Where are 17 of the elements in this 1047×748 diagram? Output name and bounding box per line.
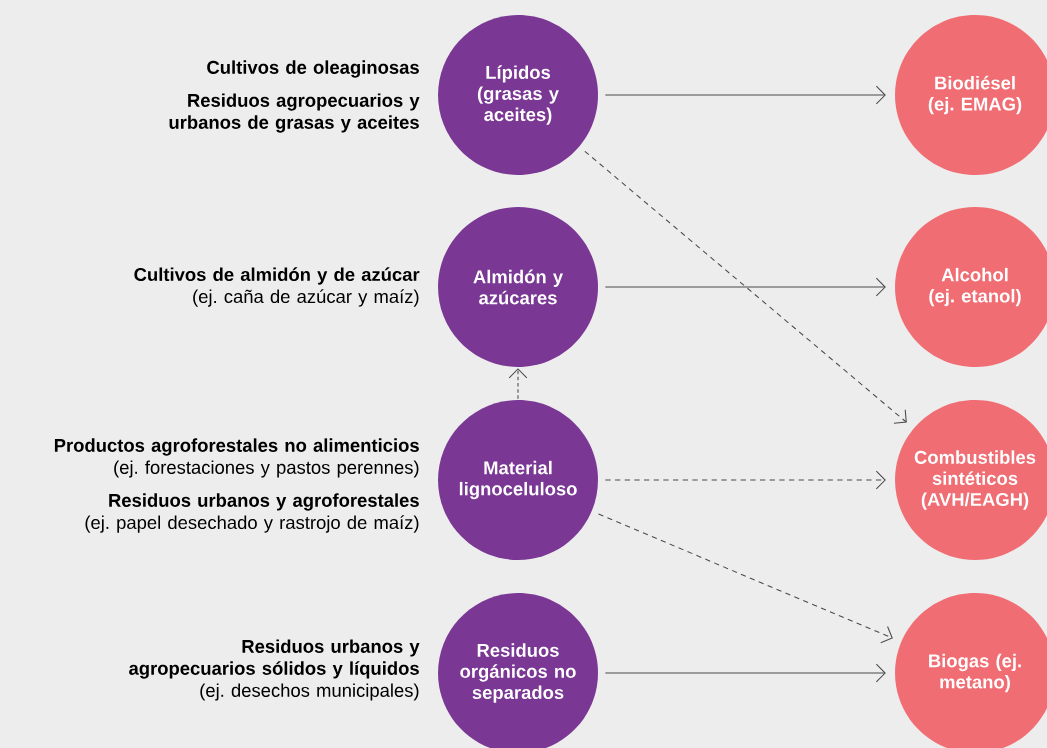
source-text: (ej. caña de azúcar y maíz) (193, 289, 419, 307)
arrow (604, 85, 886, 105)
arrow (597, 513, 893, 644)
source-text: Cultivos de oleaginosas (207, 60, 419, 78)
arrow (604, 663, 886, 683)
source-text: (ej. papel desechado y rastrojo de maíz) (85, 515, 419, 533)
source-text: Productos agroforestales no alimenticios (54, 438, 419, 456)
arrow (604, 277, 886, 297)
source-text: Residuos agropecuarios y urbanos de grasas y aceites (169, 93, 420, 133)
source-text: Residuos urbanos y agropecuarios sólidos y líquidos (129, 639, 420, 679)
source-text: Cultivos de almidón y de azúcar (134, 267, 420, 285)
source-text: (ej. forestaciones y pastos perennes) (114, 460, 419, 478)
source-text: Residuos urbanos y agroforestales (109, 493, 419, 511)
source-text: (ej. desechos municipales) (200, 683, 419, 701)
arrow (604, 470, 886, 490)
arrow (584, 150, 907, 424)
arrow (508, 368, 528, 400)
